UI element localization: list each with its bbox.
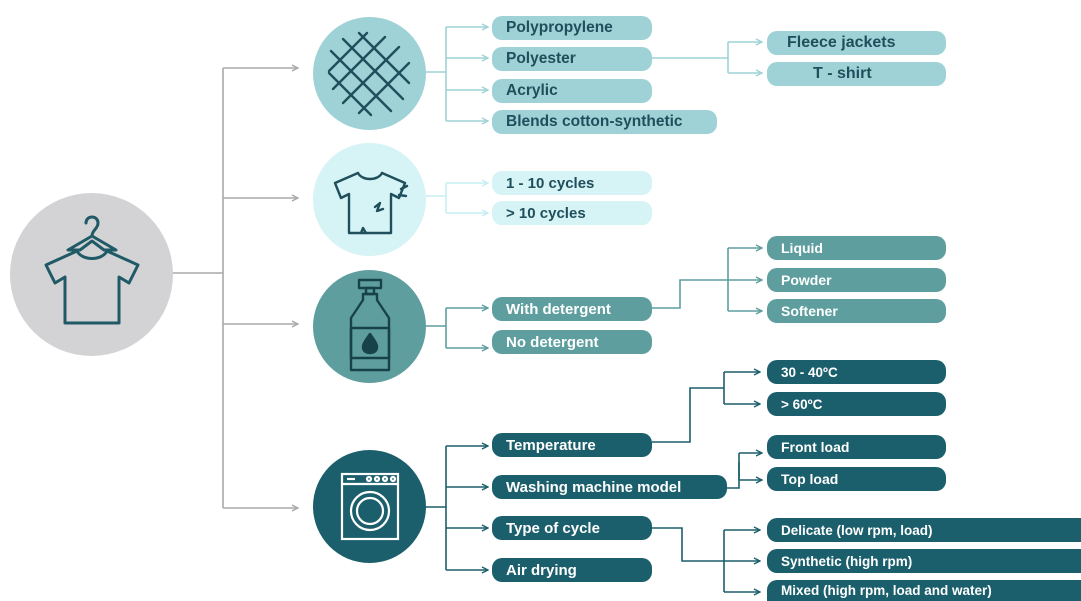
fabric-mesh-icon [327, 31, 411, 117]
root-garment-node [10, 193, 173, 356]
item-front-load: Front load [767, 435, 946, 459]
shirt-on-hanger-icon [44, 215, 140, 325]
item-temperature: Temperature [492, 433, 652, 457]
item-washing-machine-model: Washing machine model [492, 475, 727, 499]
item-air-drying: Air drying [492, 558, 652, 582]
category-machine-circle [313, 450, 426, 563]
item-cycle-synthetic: Synthetic (high rpm) [767, 549, 1081, 573]
item-no-detergent: No detergent [492, 330, 652, 354]
item-t-shirt: T - shirt [767, 62, 946, 86]
category-fabric-circle [313, 17, 426, 130]
item-over-10-cycles: > 10 cycles [492, 201, 652, 225]
washing-machine-icon [340, 472, 400, 541]
item-type-of-cycle: Type of cycle [492, 516, 652, 540]
item-polypropylene: Polypropylene [492, 16, 652, 40]
worn-shirt-icon [333, 171, 409, 235]
item-1-10-cycles: 1 - 10 cycles [492, 171, 652, 195]
item-temp-over-60: > 60ºC [767, 392, 946, 416]
item-blends-cotton-synthetic: Blends cotton-synthetic [492, 110, 717, 134]
item-liquid: Liquid [767, 236, 946, 260]
item-cycle-delicate: Delicate (low rpm, load) [767, 518, 1081, 542]
item-acrylic: Acrylic [492, 79, 652, 103]
category-detergent-circle [313, 270, 426, 383]
category-wear-circle [313, 143, 426, 256]
item-polyester: Polyester [492, 47, 652, 71]
item-temp-30-40: 30 - 40ºC [767, 360, 946, 384]
item-with-detergent: With detergent [492, 297, 652, 321]
item-powder: Powder [767, 268, 946, 292]
item-fleece-jackets: Fleece jackets [767, 31, 946, 55]
item-softener: Softener [767, 299, 946, 323]
item-cycle-mixed: Mixed (high rpm, load and water) [767, 580, 1081, 601]
item-top-load: Top load [767, 467, 946, 491]
detergent-bottle-icon [349, 278, 391, 372]
